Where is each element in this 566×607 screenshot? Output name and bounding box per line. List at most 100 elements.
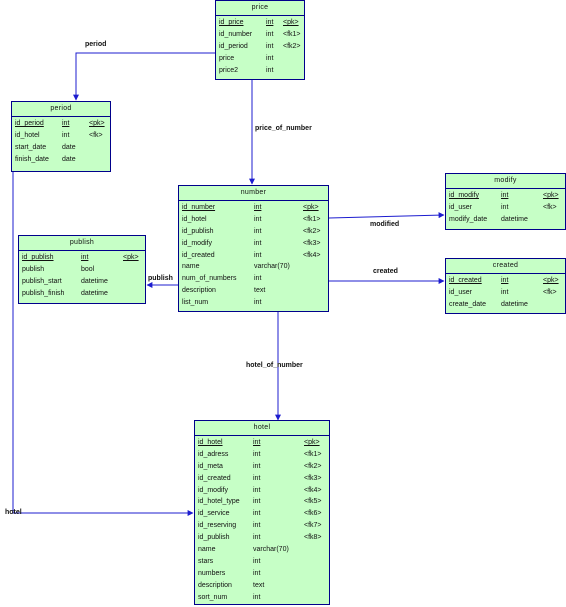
- column-type: int: [253, 439, 261, 446]
- column-type: int: [62, 131, 70, 139]
- column-name: publish_start: [22, 277, 62, 285]
- entity-title: hotel: [195, 421, 329, 436]
- column-type: int: [501, 192, 509, 199]
- column-type: text: [254, 287, 266, 295]
- column-key: <fk2>: [283, 42, 301, 50]
- entity-title: number: [179, 186, 328, 201]
- link-period: [73, 52, 215, 101]
- column-name: id_price: [219, 19, 244, 26]
- column-name: id_meta: [198, 462, 223, 470]
- column-name: id_modify: [182, 239, 212, 247]
- column-name: id_service: [198, 510, 230, 518]
- column-type: int: [253, 486, 261, 494]
- column-key: <fk4>: [304, 486, 322, 494]
- column-type: date: [62, 155, 76, 163]
- column-type: int: [254, 227, 262, 235]
- relationship-label-hotel-of-number: hotel_of_number: [246, 362, 303, 369]
- column-name: start_date: [15, 143, 47, 151]
- entity-title: publish: [19, 236, 145, 251]
- column-name: finish_date: [15, 155, 49, 163]
- entity-title: price: [216, 1, 304, 16]
- column-name: create_date: [449, 300, 486, 308]
- column-type: int: [501, 277, 509, 284]
- column-type: int: [253, 534, 261, 542]
- column-type: int: [253, 569, 261, 577]
- column-type: int: [253, 462, 261, 470]
- column-key: <fk2>: [304, 462, 322, 470]
- column-name: modify_date: [449, 215, 488, 223]
- column-row: id_modify int <fk4>: [195, 487, 329, 499]
- column-type: int: [253, 510, 261, 518]
- column-type: int: [81, 254, 89, 261]
- column-name: numbers: [198, 569, 226, 577]
- column-type: int: [254, 275, 262, 283]
- column-type: varchar(70): [253, 546, 289, 554]
- column-type: int: [254, 239, 262, 247]
- column-type: datetime: [501, 300, 528, 308]
- entity-title: created: [446, 259, 565, 274]
- column-row: create_date datetime: [446, 301, 565, 313]
- column-name: list_num: [182, 299, 209, 307]
- column-key: <fk>: [543, 203, 557, 211]
- column-type: int: [254, 251, 262, 259]
- link-hotel: [12, 172, 194, 516]
- column-name: name: [198, 546, 216, 554]
- column-key: <fk1>: [304, 450, 322, 458]
- column-key: <fk>: [543, 288, 557, 296]
- column-name: id_reserving: [198, 522, 237, 530]
- column-key: <fk1>: [303, 215, 321, 223]
- column-type: int: [266, 19, 274, 26]
- column-name: id_modify: [198, 486, 228, 494]
- column-type: int: [253, 522, 261, 530]
- entity-title: modify: [446, 174, 565, 189]
- column-name: publish_finish: [22, 289, 65, 297]
- column-type: varchar(70): [254, 263, 290, 271]
- column-row: finish_date date: [12, 156, 110, 168]
- column-type: int: [253, 474, 261, 482]
- column-type: int: [501, 288, 509, 296]
- column-name: id_created: [449, 277, 482, 284]
- column-type: date: [62, 143, 76, 151]
- column-name: name: [182, 263, 200, 271]
- column-name: id_number: [219, 30, 253, 38]
- relationship-label-hotel: hotel: [5, 509, 22, 516]
- column-type: text: [253, 581, 265, 589]
- column-name: sort_num: [198, 593, 228, 601]
- column-name: price2: [219, 66, 239, 74]
- column-type: int: [266, 42, 274, 50]
- column-key: <pk>: [89, 120, 105, 127]
- column-type: datetime: [501, 215, 528, 223]
- column-key: <pk>: [303, 204, 319, 211]
- column-type: int: [253, 498, 261, 506]
- column-name: id_hotel: [15, 131, 40, 139]
- column-type: bool: [81, 265, 95, 273]
